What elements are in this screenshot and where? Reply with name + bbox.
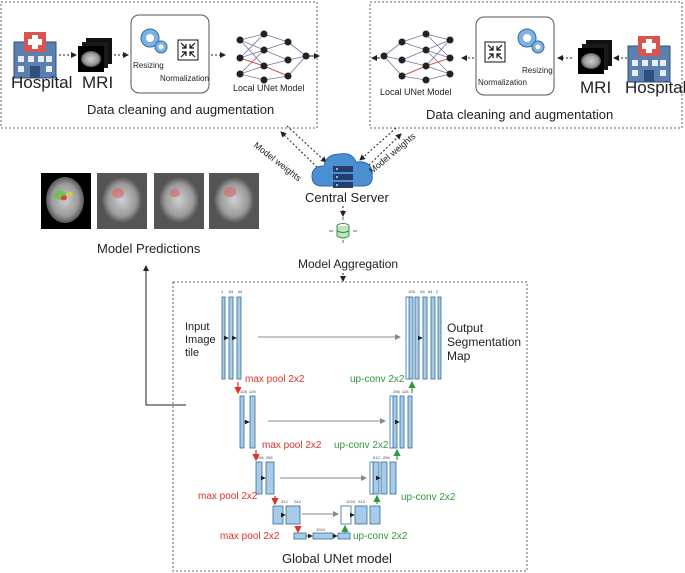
gear-icon-right — [517, 28, 545, 54]
channel-number: 128 — [408, 289, 415, 294]
channel-number: 512 — [294, 499, 302, 504]
unet-title: Global UNet model — [282, 551, 392, 566]
channel-number: 1024 — [346, 499, 355, 504]
channel-number: 64 — [237, 289, 243, 294]
unet-architecture — [221, 296, 442, 540]
mri-label-left: MRI — [82, 73, 114, 92]
gear-icon-left — [140, 28, 168, 54]
left-site-box — [0, 1, 318, 129]
hospital-label-left: Hospital — [11, 73, 73, 92]
unet-input-line-1: Input — [185, 321, 210, 333]
channels-enc-2: 128 128 — [240, 389, 256, 394]
prediction-image-3 — [154, 173, 204, 229]
aggregation-label: Model Aggregation — [298, 257, 399, 271]
resize-icon-left — [177, 39, 199, 61]
feedback-arrow — [143, 265, 186, 406]
predictions-label: Model Predictions — [97, 241, 201, 256]
channels-dec-4: 1024 512 — [346, 499, 365, 504]
prediction-image-2 — [97, 173, 147, 229]
cloud-server-icon — [311, 153, 373, 188]
channel-number: 256 — [265, 455, 273, 460]
hospital-label-right: Hospital — [625, 78, 685, 97]
resizing-label-left: Resizing — [133, 61, 164, 70]
channel-bottleneck: 1024 — [316, 527, 325, 532]
mri-label-right: MRI — [580, 78, 612, 97]
channel-number: 256 — [383, 455, 390, 460]
unet-output-line-3: Map — [447, 349, 471, 363]
channel-number: 128 — [248, 389, 256, 394]
prediction-image-4 — [209, 173, 259, 229]
channels-dec-1: 128 64 64 2 — [408, 289, 438, 294]
database-icon — [329, 217, 357, 243]
neural-network-icon-right — [380, 30, 454, 84]
channel-number: 512 — [281, 499, 288, 504]
upconv-label-3: up-conv 2x2 — [401, 492, 456, 503]
caption-right: Data cleaning and augmentation — [426, 107, 614, 122]
channel-number: 512 — [373, 455, 380, 460]
mri-icon-left — [78, 38, 112, 72]
hospital-icon-left — [13, 32, 57, 79]
server-label: Central Server — [305, 190, 389, 205]
unet-output-label: Output Segmentation Map — [447, 321, 521, 363]
channel-number: 128 — [240, 389, 247, 394]
neural-network-icon-left — [236, 30, 310, 84]
right-site-box — [369, 1, 683, 129]
resizing-label-right: Resizing — [522, 66, 553, 75]
channel-number: 128 — [401, 389, 409, 394]
weights-arrows-left — [280, 125, 327, 171]
channels-enc-4: 512 512 — [281, 499, 301, 504]
maxpool-label-3: max pool 2x2 — [198, 491, 258, 502]
normalization-label-right: Normalization — [478, 78, 527, 87]
mri-icon-right — [578, 40, 612, 74]
caption-left: Data cleaning and augmentation — [87, 102, 275, 117]
channel-number: 64 — [228, 289, 234, 294]
maxpool-label-2: max pool 2x2 — [262, 440, 322, 451]
normalization-label-left: Normalization — [160, 74, 209, 83]
channel-number: 64 — [428, 289, 433, 294]
upconv-label-2: up-conv 2x2 — [334, 440, 389, 451]
maxpool-label-1: max pool 2x2 — [245, 374, 305, 385]
channels-enc-1: 1 64 64 — [221, 289, 242, 294]
channel-number: 512 — [358, 499, 365, 504]
model-label-left: Local UNet Model — [233, 83, 305, 93]
unet-output-line-1: Output — [447, 321, 484, 335]
unet-input-label: Input Image tile — [185, 321, 216, 360]
channel-number: 256 — [257, 455, 264, 460]
model-label-right: Local UNet Model — [380, 87, 452, 97]
unet-box — [172, 281, 528, 572]
upconv-label-4: up-conv 2x2 — [353, 531, 408, 542]
maxpool-label-4: max pool 2x2 — [220, 531, 280, 542]
channels-dec-2: 256 128 — [393, 389, 409, 394]
unet-output-line-2: Segmentation — [447, 335, 522, 349]
channel-number: 2 — [435, 289, 439, 294]
prediction-image-1 — [41, 173, 91, 229]
channel-number: 1 — [221, 289, 224, 294]
channel-number: 64 — [420, 289, 425, 294]
weights-arrows-right — [359, 127, 402, 169]
channels-enc-3: 256 256 — [257, 455, 273, 460]
upconv-label-1: up-conv 2x2 — [350, 374, 405, 385]
channels-dec-3: 512 256 — [373, 455, 390, 460]
channel-number: 256 — [393, 389, 400, 394]
unet-input-line-2: Image — [185, 334, 216, 346]
unet-input-line-3: tile — [185, 347, 200, 359]
hospital-icon-right — [627, 36, 671, 83]
resize-icon-right — [484, 41, 506, 63]
